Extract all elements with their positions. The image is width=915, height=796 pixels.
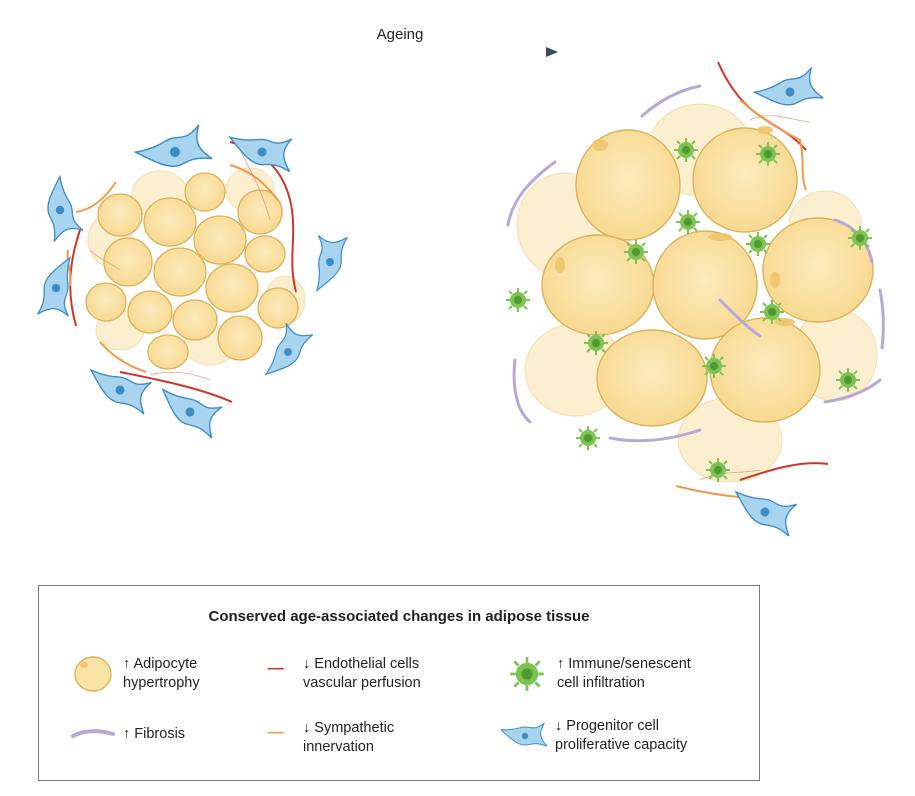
legend-item-sublabel: cell infiltration — [557, 675, 645, 691]
legend-item-immune: ↑ Immune/senescent cell infiltration — [503, 652, 691, 696]
aged-adipose-tissue — [505, 61, 885, 537]
legend-item-progenitor: ↓ Progenitor cell proliferative capacity — [501, 714, 687, 758]
legend-item-label: ↓ Sympathetic — [303, 720, 395, 736]
legend-item-adipocyte: ↑ Adipocyte hypertrophy — [69, 652, 200, 696]
endothelial-line-icon — [267, 667, 284, 670]
ageing-arrow-head — [546, 47, 558, 57]
legend-item-label: ↑ Fibrosis — [123, 725, 186, 742]
sympathetic-line-icon — [267, 731, 284, 734]
fibrosis-line-icon — [71, 729, 115, 738]
ageing-arrow-label: Ageing — [376, 26, 424, 43]
legend-item-sublabel: innervation — [303, 739, 374, 755]
legend-item-endothelial: ↓ Endothelial cells vascular perfusion — [265, 652, 421, 696]
legend-item-fibrosis: ↑ Fibrosis — [69, 712, 185, 756]
legend-item-sublabel: proliferative capacity — [555, 737, 688, 753]
immune-cell-icon — [508, 655, 546, 693]
adipocyte-icon — [74, 656, 112, 692]
legend-item-sublabel: hypertrophy — [123, 675, 200, 691]
legend: Conserved age-associated changes in adip… — [38, 585, 760, 781]
legend-item-label: ↓ Endothelial cells — [303, 656, 420, 672]
legend-item-sympathetic: ↓ Sympathetic innervation — [265, 716, 394, 760]
progenitor-cell-icon — [501, 722, 548, 747]
ageing-diagram — [36, 47, 885, 537]
young-adipose-tissue — [36, 123, 348, 439]
legend-item-label: ↑ Immune/senescent — [557, 656, 691, 672]
legend-title: Conserved age-associated changes in adip… — [208, 608, 590, 625]
legend-item-label: ↓ Progenitor cell — [555, 718, 659, 734]
legend-item-label: ↑ Adipocyte — [123, 656, 198, 672]
legend-item-sublabel: vascular perfusion — [303, 675, 421, 691]
